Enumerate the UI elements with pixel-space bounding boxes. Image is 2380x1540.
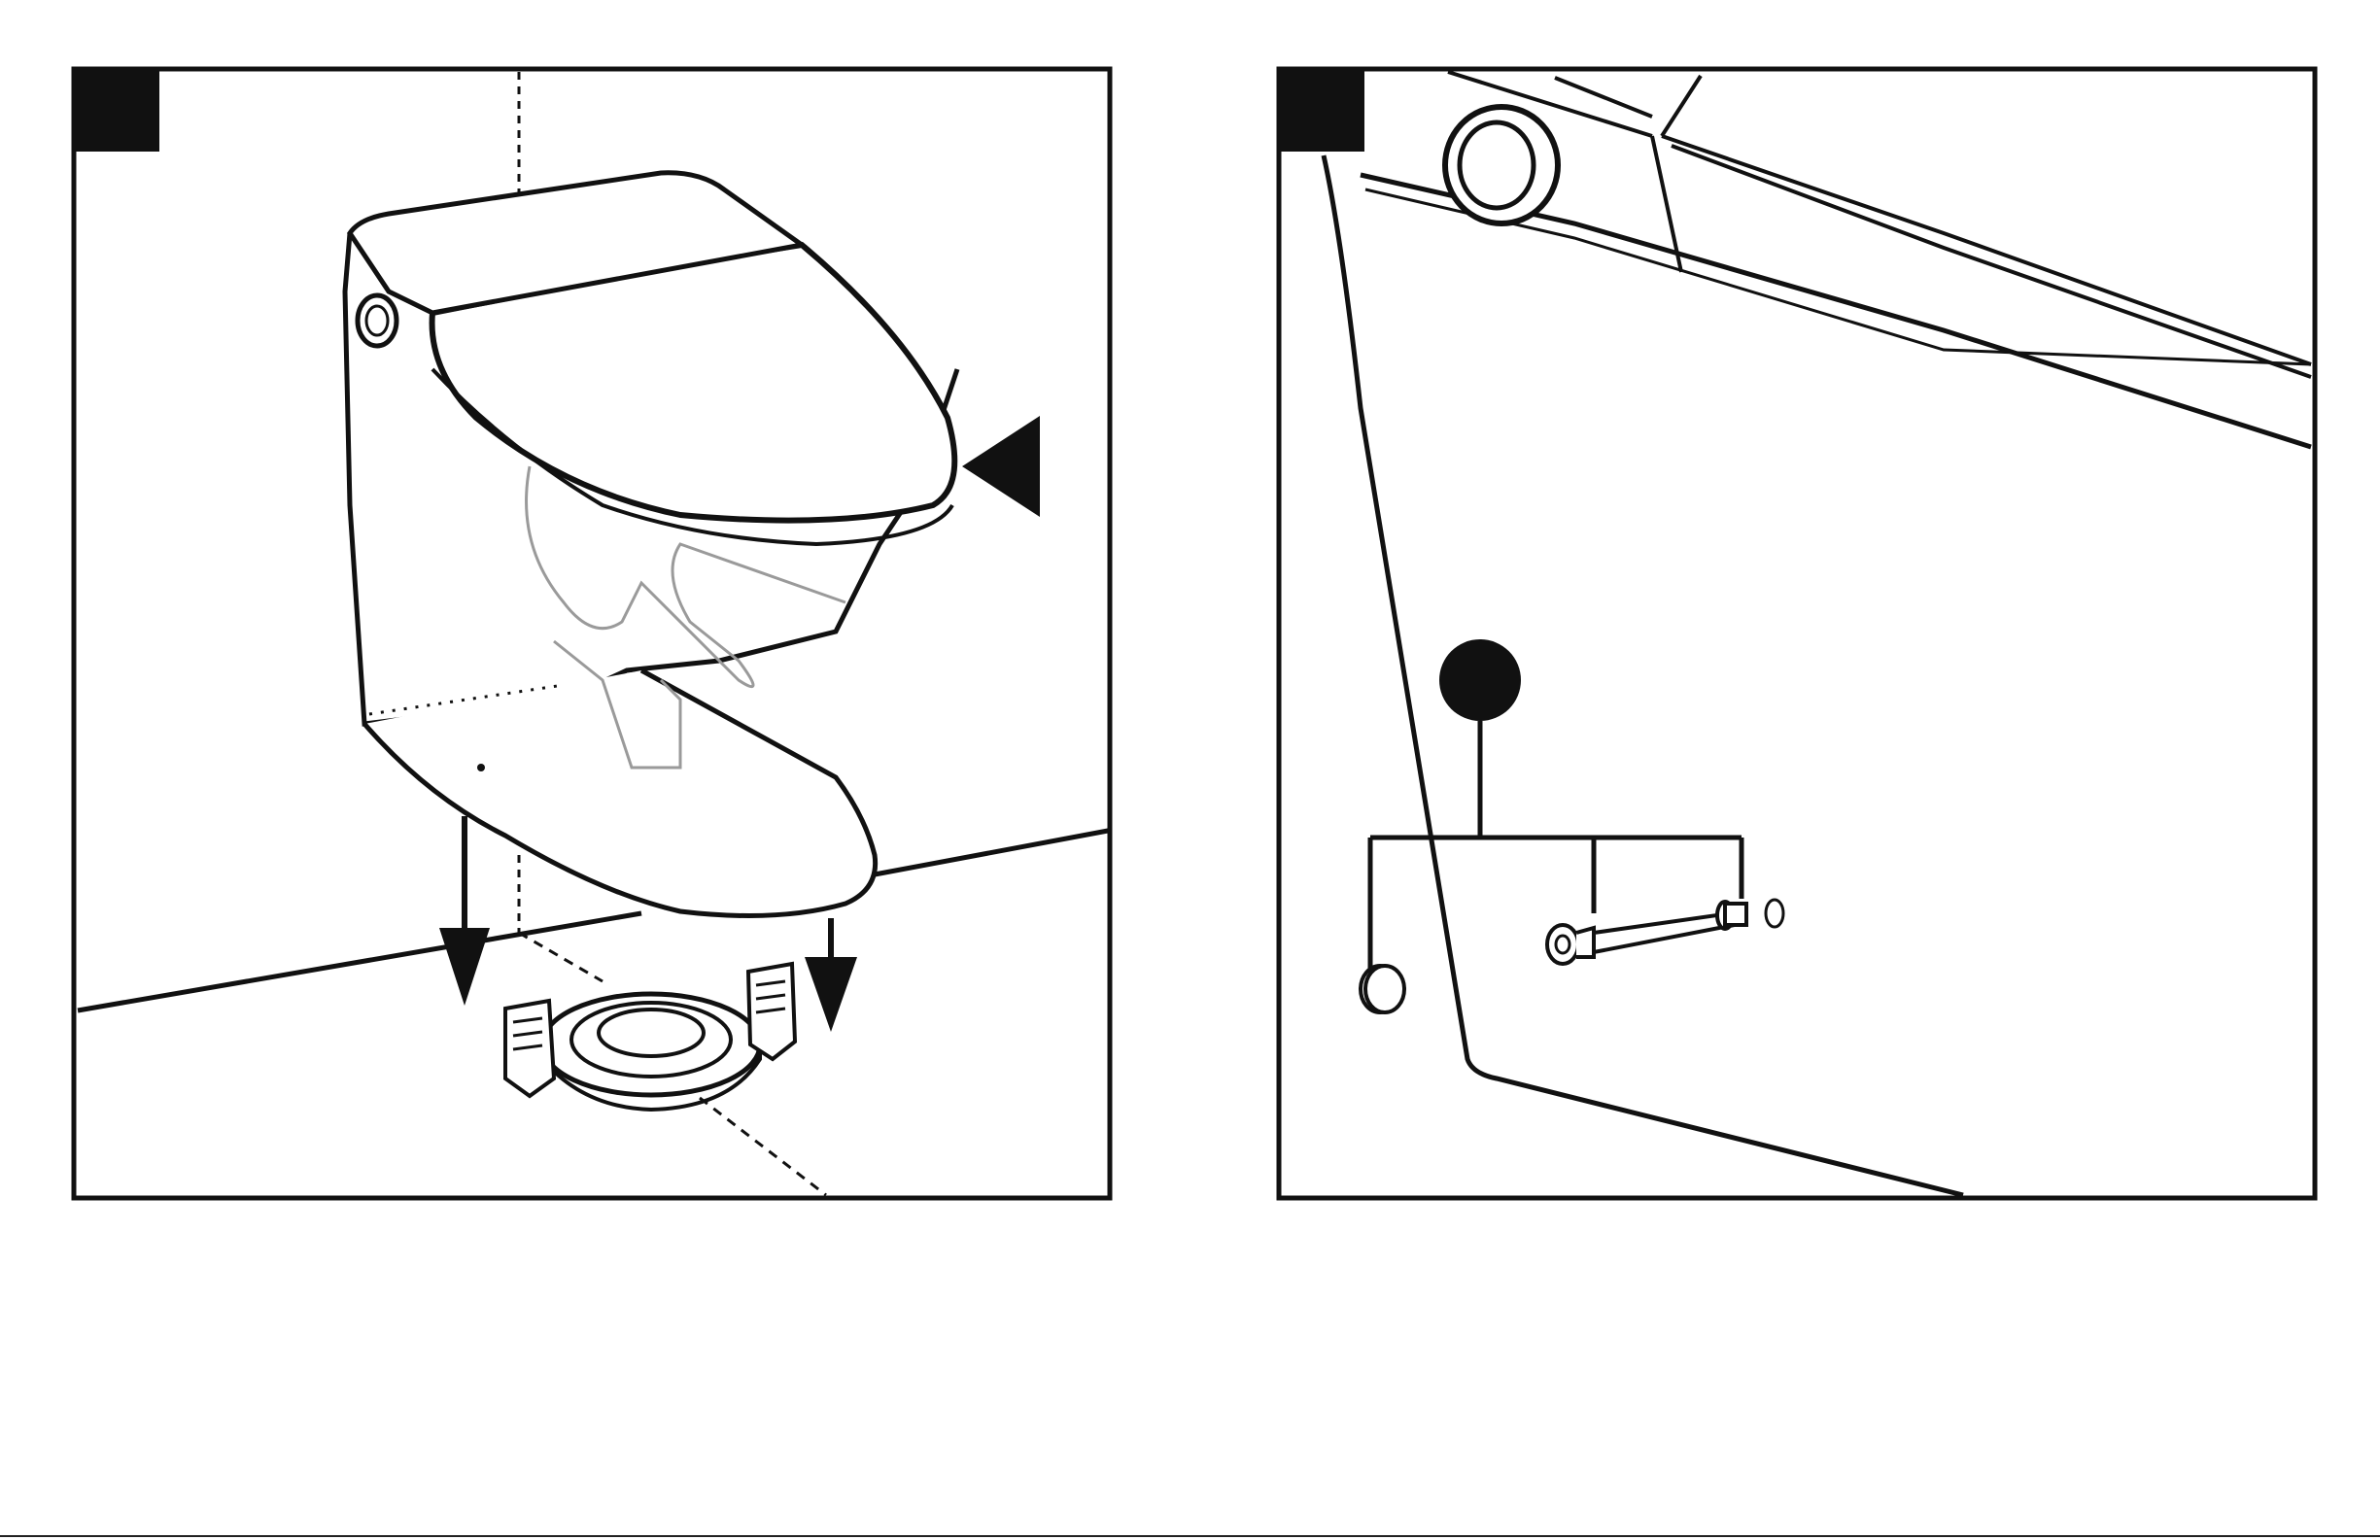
- hardware-callout-dot: [1439, 639, 1521, 721]
- bracket-right: [748, 964, 795, 1059]
- page-bottom-rule: [0, 1535, 2380, 1537]
- base-hole: [477, 764, 485, 771]
- panel-step-a: [74, 69, 1110, 1198]
- panel-b-frame: [1279, 69, 2315, 1198]
- side-knob-inner: [366, 306, 388, 335]
- panel-a-badge: [74, 69, 159, 152]
- bracket-left: [505, 1001, 554, 1096]
- side-knob-closeup-inner: [1460, 122, 1534, 208]
- cap-icon: [1361, 966, 1404, 1012]
- panel-step-b: [1279, 69, 2315, 1198]
- oring-icon: [1766, 900, 1783, 927]
- panel-b-badge: [1279, 69, 1364, 152]
- washer-icon: [1717, 902, 1746, 929]
